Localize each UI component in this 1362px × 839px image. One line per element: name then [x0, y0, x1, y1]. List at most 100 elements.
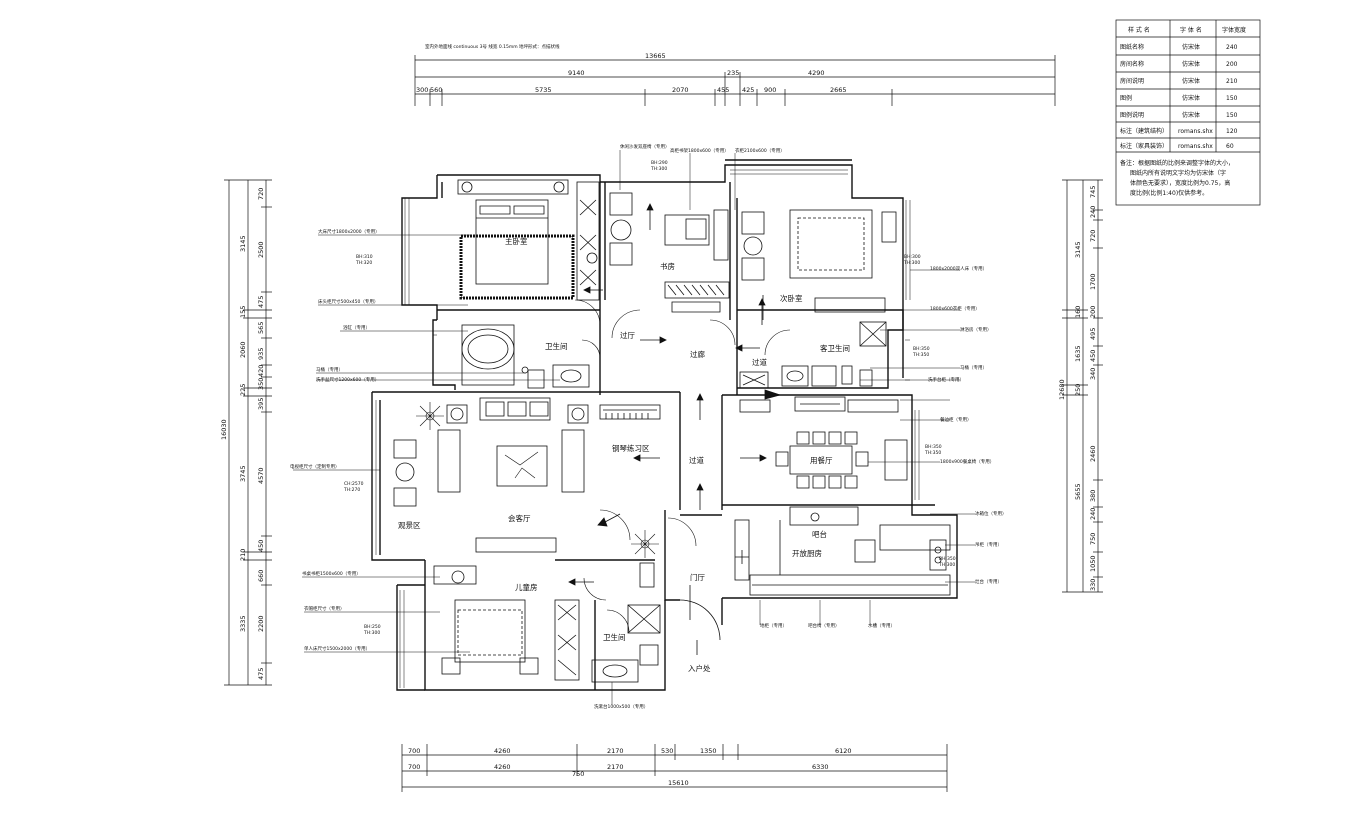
dim-left-225: 225 [239, 384, 247, 396]
flow-arrows [568, 203, 782, 655]
legend-row-style: 标注（建筑结构） [1120, 127, 1168, 135]
dim-top-455: 455 [717, 86, 729, 94]
dim-bottom2-700: 700 [408, 763, 420, 771]
master-bedroom-furniture [457, 179, 600, 301]
annotation-right-dining-set: 1800x900餐桌椅（专用） [940, 458, 994, 465]
room-view-area: 观景区 [398, 521, 421, 530]
dim-right-240: 240 [1089, 206, 1097, 218]
annotation-top-sofa: 休闲沙发双座椅（专用） [620, 143, 670, 150]
ceiling-second-th: TH:300 [903, 260, 920, 266]
ceiling-kids-bh: BH:250 [364, 624, 381, 630]
annotation-bottom-sink: 水槽（专用） [868, 622, 895, 629]
annotation-bottom-bar-stool: 吧台椅（专用） [808, 622, 840, 629]
room-bar: 吧台 [812, 529, 827, 539]
ceiling-kitchen-bh: BH:350 [939, 556, 956, 562]
dim-left-3335: 3335 [239, 615, 247, 632]
annotation-right-stove: 灶台（专用） [975, 578, 1002, 585]
room-living: 会客厅 [508, 513, 531, 523]
legend-row-width: 150 [1226, 95, 1238, 102]
annotation-right-washstand: 洗手台柜（专用） [928, 376, 964, 383]
room-study: 书房 [660, 261, 675, 271]
annotation-right-bed: 1800x2000双人床（专用） [930, 265, 987, 272]
legend-row-font: 仿宋体 [1182, 94, 1200, 102]
room-corridor-mid: 过道 [689, 455, 704, 465]
room-kitchen: 开放厨房 [792, 548, 822, 558]
room-guest-bath: 客卫生间 [820, 343, 850, 353]
dim-top-560: 560 [430, 86, 442, 94]
dim-left-720: 720 [257, 188, 265, 200]
dim-left-3745: 3745 [239, 465, 247, 482]
annotation-top-bookcase: 高柜书架1800x600（专用） [670, 147, 729, 154]
ceiling-master-bh: BH:310 [356, 254, 373, 260]
annotation-bottom-vanity: 洗漱台1000x500（专用） [594, 703, 648, 710]
ceiling-guestbath-th: TH:350 [912, 352, 929, 358]
legend-row-font: 仿宋体 [1182, 111, 1200, 119]
legend-row-style: 标注（家具装饰） [1120, 142, 1168, 150]
dim-left-935: 935 [257, 348, 265, 360]
leader-lines [293, 150, 975, 705]
ceiling-dining-th: TH:350 [924, 450, 941, 456]
dim-left-475: 475 [257, 296, 265, 308]
dim-right-750: 750 [1089, 533, 1097, 545]
legend-row-width: 240 [1226, 44, 1238, 51]
dim-right-1700: 1700 [1089, 273, 1097, 290]
legend-row-font: 仿宋体 [1182, 60, 1200, 68]
dim-bottom-750: 750 [572, 770, 584, 778]
kids-room-furniture [433, 565, 580, 681]
dim-left-395: 395 [257, 398, 265, 410]
doors [574, 299, 791, 633]
main-bath-fixtures [461, 324, 590, 389]
annotation-right-fridge: 冰箱位（专用） [975, 510, 1007, 517]
legend-row-width: 210 [1226, 78, 1238, 85]
dim-right-total: 12680 [1058, 379, 1066, 400]
dim-left-3145: 3145 [239, 235, 247, 252]
legend-row-width: 120 [1226, 128, 1238, 135]
dim-left-2500: 2500 [257, 241, 265, 258]
dim-right-450: 450 [1089, 350, 1097, 362]
dim-right-1050: 1050 [1089, 555, 1097, 572]
living-furniture [393, 397, 661, 553]
dim-left-210: 210 [239, 549, 247, 561]
room-main-bath: 卫生间 [545, 341, 568, 351]
ceiling-living-ch: CH:2570 [344, 481, 364, 487]
ceiling-kids-th: TH:300 [363, 630, 380, 636]
dim-left-350: 350 [257, 378, 265, 390]
dim-bottom-total: 15610 [668, 779, 689, 787]
dim-right-200: 200 [1089, 306, 1097, 318]
room-corridor-small: 过道 [752, 357, 767, 367]
room-second-bedroom: 次卧室 [780, 293, 803, 303]
legend-row-style: 房间说明 [1120, 77, 1144, 85]
dim-top-300: 300 [416, 86, 428, 94]
dim-left-2060: 2060 [239, 341, 247, 358]
dim-top-2665: 2665 [830, 86, 847, 94]
walls [371, 159, 958, 691]
room-foyer: 门厅 [690, 573, 705, 582]
second-bedroom-furniture [741, 209, 897, 320]
annotation-top-wardrobe: 衣柜2100x600（专用） [735, 147, 785, 154]
dim-right-2460: 2460 [1089, 445, 1097, 462]
dim-bottom2-6330: 6330 [812, 763, 829, 771]
guest-bath-fixtures [739, 321, 887, 389]
dim-top-4290: 4290 [808, 69, 825, 77]
dim-left-565: 565 [257, 322, 265, 334]
annotation-right-toilet: 马桶（专用） [960, 364, 987, 371]
room-bath-small: 卫生间 [603, 632, 626, 642]
ceiling-guestbath-bh: BH:350 [913, 346, 930, 352]
dining-furniture [739, 396, 908, 489]
dim-right-160: 160 [1074, 306, 1082, 318]
legend-row-width: 200 [1226, 61, 1238, 68]
ceiling-master-th: TH:320 [355, 260, 372, 266]
dim-right-495: 495 [1089, 328, 1097, 340]
dim-bottom-700: 700 [408, 747, 420, 755]
dim-left-155: 155 [239, 306, 247, 318]
dim-bottom-2170: 2170 [607, 747, 624, 755]
legend-note-line: 体颜色无要求），宽度比例为0.75，高 [1130, 179, 1230, 187]
dim-right-330: 330 [1089, 579, 1097, 591]
annotation-bottom-base-cabinet: 地柜（专用） [760, 622, 787, 629]
ceiling-study-th: TH:300 [650, 166, 667, 172]
right-dimensions [1062, 179, 1103, 593]
legend-note-line: 图纸内所有说明文字均为仿宋体（字 [1130, 169, 1226, 177]
ceiling-study-bh: BH:290 [651, 160, 668, 166]
room-entrance: 入户处 [688, 663, 711, 673]
